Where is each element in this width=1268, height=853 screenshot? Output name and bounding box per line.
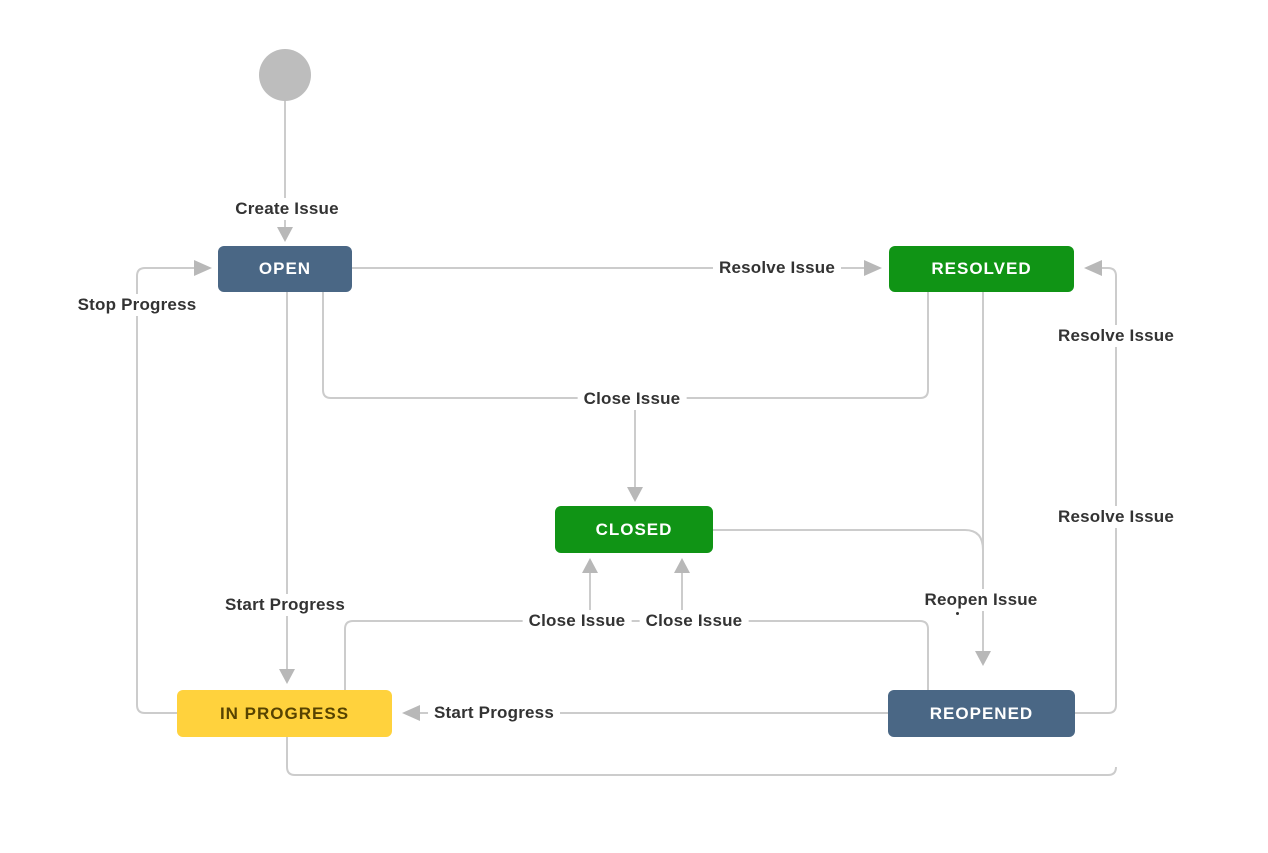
arrowhead-close-issue-top [627,487,643,502]
transition-label-resolve-issue-in-progress[interactable]: Resolve Issue [1052,506,1180,528]
transition-label-start-progress-open[interactable]: Start Progress [219,594,351,616]
transition-label-resolve-issue-open[interactable]: Resolve Issue [713,257,841,279]
arrowhead-create-issue [277,227,293,242]
arrowhead-start-progress-reopened [402,705,420,721]
transition-label-close-issue-in-progress[interactable]: Close Issue [522,610,632,632]
arrowhead-resolve-issue-reopened [1084,260,1102,276]
arrowhead-close-issue-in-progress [582,558,598,573]
transition-label-stop-progress[interactable]: Stop Progress [71,294,203,316]
state-reopened[interactable]: REOPENED [888,690,1075,737]
arrowhead-stop-progress [194,260,212,276]
start-node[interactable] [259,49,311,101]
transition-label-close-issue-top[interactable]: Close Issue [577,388,687,410]
arrowhead-close-issue-reopened [674,558,690,573]
state-in-progress[interactable]: IN PROGRESS [177,690,392,737]
edge-reopen-issue-closed-branch [713,529,984,551]
transition-label-reopen-issue[interactable]: Reopen Issue [918,589,1044,611]
state-resolved[interactable]: RESOLVED [889,246,1074,292]
transition-label-close-issue-reopened[interactable]: Close Issue [639,610,749,632]
transition-label-create-issue[interactable]: Create Issue [229,198,345,220]
state-open[interactable]: OPEN [218,246,352,292]
arrowhead-start-progress-open [279,669,295,684]
arrowhead-resolve-issue-open [864,260,882,276]
edge-stop-progress [136,267,194,714]
transition-label-resolve-issue-reopened[interactable]: Resolve Issue [1052,325,1180,347]
edge-resolve-issue-reopened [1075,267,1117,714]
reopen-issue-dot [956,612,959,615]
arrowhead-reopen-issue [975,651,991,666]
edge-close-issue-top [322,292,929,399]
edge-resolve-issue-in-progress [286,737,1117,776]
transition-label-start-progress-reopened[interactable]: Start Progress [428,702,560,724]
edge-close-issue-bottom-rail [344,620,929,690]
state-closed[interactable]: CLOSED [555,506,713,553]
